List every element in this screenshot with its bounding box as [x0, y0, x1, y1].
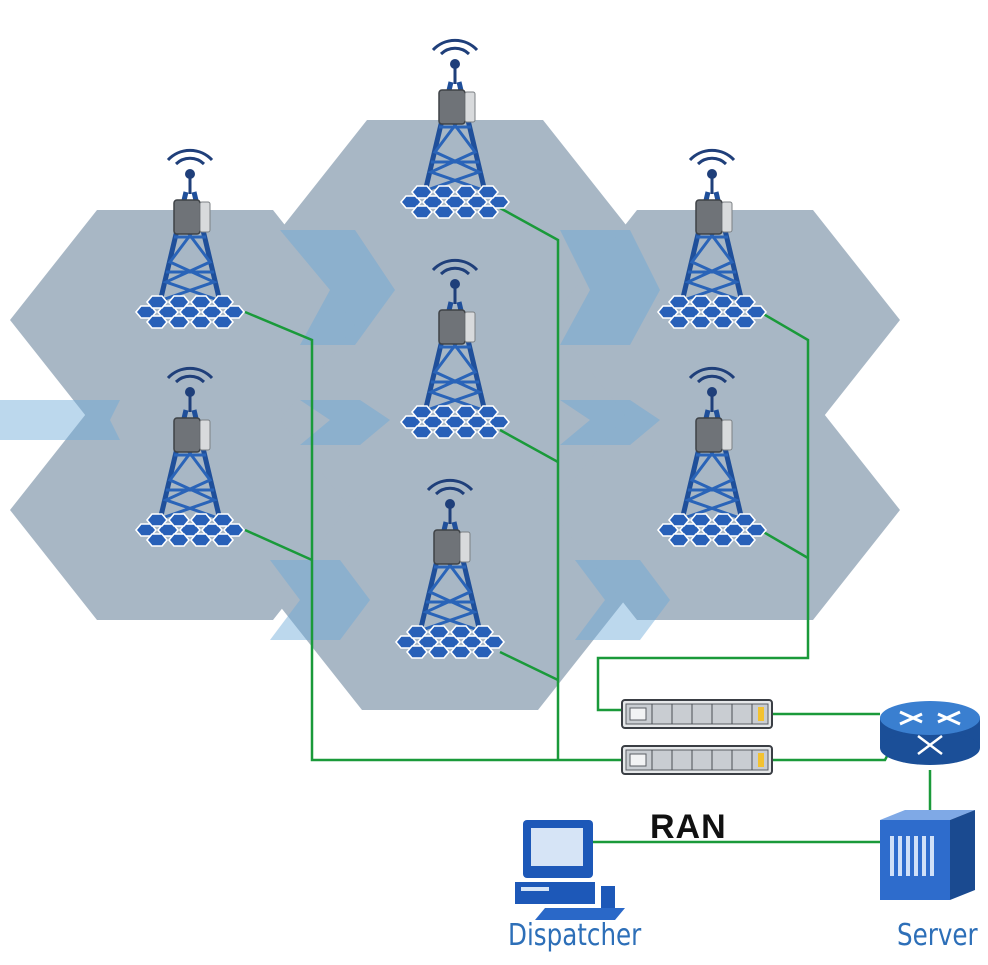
link-line	[499, 206, 560, 760]
dispatcher-label: Dispatcher	[508, 918, 642, 953]
overlap-zone	[560, 400, 660, 445]
overlap-zone	[575, 560, 670, 640]
link-line	[244, 528, 313, 562]
network-links	[244, 206, 932, 844]
router-icon	[880, 701, 980, 765]
ran-rack-icon	[621, 699, 773, 729]
link-line	[244, 310, 622, 762]
server-label: Server	[897, 918, 978, 953]
overlap-zone	[270, 560, 370, 640]
computer-icon	[515, 820, 625, 920]
cell-overlaps	[0, 230, 670, 640]
overlap-zone	[0, 400, 120, 440]
link-line	[596, 310, 810, 712]
overlap-zone	[300, 400, 390, 445]
link-line	[759, 528, 809, 560]
overlap-zone	[560, 230, 660, 345]
ran-units	[621, 699, 773, 775]
ran-label: RAN	[650, 808, 727, 846]
link-line	[499, 428, 559, 464]
link-line	[499, 650, 559, 682]
ran-rack-icon	[621, 745, 773, 775]
overlap-zone	[280, 230, 395, 345]
link-line	[772, 734, 900, 762]
server-icon	[880, 810, 975, 900]
